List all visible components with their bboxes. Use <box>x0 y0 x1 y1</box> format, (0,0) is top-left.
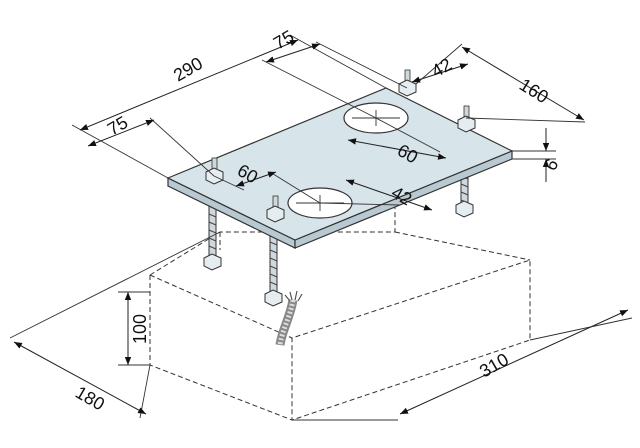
cable-conduit <box>275 290 303 346</box>
anchor-rod-front-right <box>264 221 283 307</box>
dim-hole-offset-left: 75 <box>104 112 131 139</box>
dim-hole-edge-back: 42 <box>428 54 455 81</box>
concrete-block <box>149 200 531 421</box>
plate-bolts <box>205 69 476 223</box>
base-plate <box>166 87 514 249</box>
dim-plate-thickness: 6 <box>540 155 562 174</box>
anchor-rods <box>203 167 474 307</box>
dim-plate-width: 160 <box>516 74 552 107</box>
dim-block-height: 100 <box>130 314 150 344</box>
bolt-back-right <box>457 105 476 133</box>
bolt-front-right <box>266 195 285 223</box>
bolt-back-left <box>398 69 417 97</box>
dim-block-depth: 180 <box>72 382 108 414</box>
dimension-lines <box>9 34 633 421</box>
